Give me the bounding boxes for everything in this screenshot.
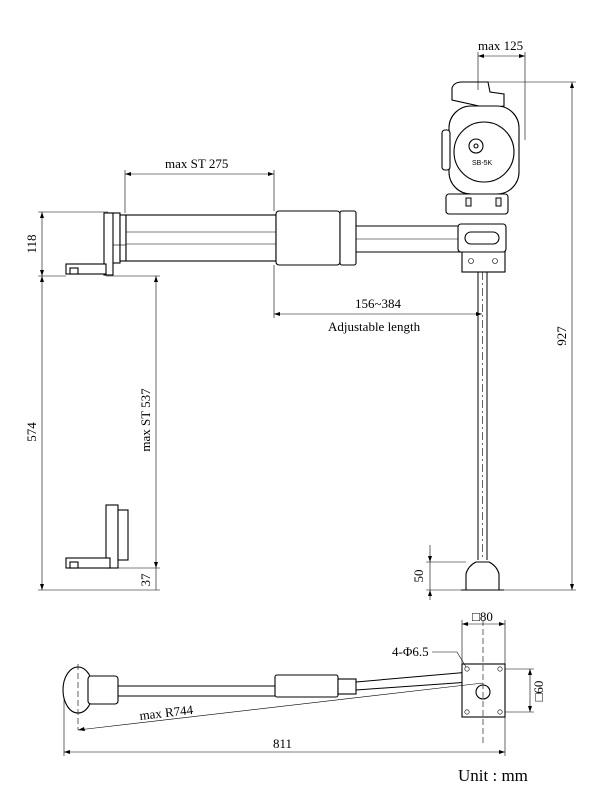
dim-max-st-275: max ST 275 xyxy=(124,156,275,213)
dim-sq-60: □60 xyxy=(505,668,546,713)
dim-adjustable-length: 156~384 Adjustable length xyxy=(273,265,482,334)
model-label: SB-5K xyxy=(472,160,493,167)
dim-811-label: 811 xyxy=(273,736,292,751)
top-clamp xyxy=(62,664,119,730)
sq-80-label: □80 xyxy=(472,609,493,624)
dim-max-125: max 125 xyxy=(477,38,526,140)
sq-60-label: □60 xyxy=(531,681,546,702)
dim-927-label: 927 xyxy=(554,326,569,346)
dim-811: 811 xyxy=(63,700,506,756)
max-st-275-label: max ST 275 xyxy=(165,156,228,171)
hole-callout: 4-Φ6.5 xyxy=(392,644,467,668)
dim-sq-80: □80 xyxy=(461,609,506,664)
dim-574-label: 574 xyxy=(24,422,39,442)
dim-118: 118 xyxy=(24,211,108,277)
max-st-537-label: max ST 537 xyxy=(138,388,153,452)
dim-50-label: 50 xyxy=(411,570,426,583)
pillar-base xyxy=(461,561,504,591)
max-r744-label: max R744 xyxy=(139,702,195,723)
hole-spec-label: 4-Φ6.5 xyxy=(392,644,429,659)
max-125-label: max 125 xyxy=(478,38,523,53)
spring-balancer: SB-5K xyxy=(441,81,520,215)
dim-927: 927 xyxy=(488,81,576,591)
top-arm xyxy=(118,671,471,698)
dim-118-label: 118 xyxy=(24,234,39,253)
upper-clamp xyxy=(65,212,126,276)
mount-bracket xyxy=(461,249,506,273)
range-label: 156~384 xyxy=(355,296,402,311)
dim-max-st-537: max ST 537 xyxy=(106,275,160,569)
horizontal-arm xyxy=(107,210,507,266)
dim-50: 50 xyxy=(411,545,466,600)
vertical-pillar xyxy=(477,272,488,560)
dim-37-label: 37 xyxy=(138,573,153,587)
dim-max-r744: max R744 xyxy=(77,682,484,731)
unit-label: Unit : mm xyxy=(458,766,528,785)
lower-clamp xyxy=(65,504,129,569)
dim-37: 37 xyxy=(138,568,157,590)
adjustable-length-label: Adjustable length xyxy=(328,319,421,334)
dim-574: 574 xyxy=(24,276,160,591)
top-base-plate xyxy=(461,620,506,745)
